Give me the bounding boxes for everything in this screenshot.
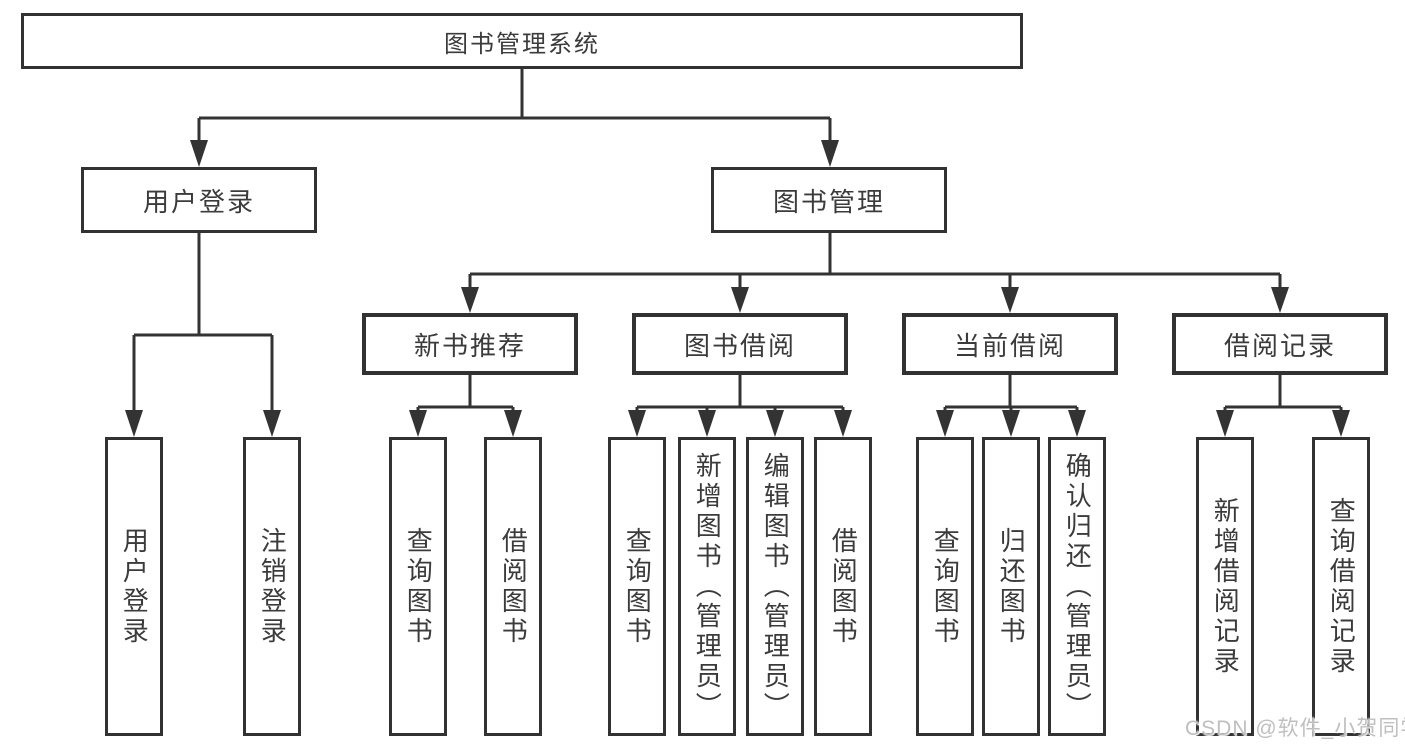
leaf-confirm-return-admin: 确认归还（管理员） xyxy=(1048,437,1106,736)
node-label: 借阅记录 xyxy=(1223,330,1336,361)
leaf-add-borrow-record: 新增借阅记录 xyxy=(1196,437,1254,736)
arrowhead-icon xyxy=(1001,287,1019,313)
leaf-query-book: 查询图书 xyxy=(608,437,666,736)
leaf-borrow-book: 借阅图书 xyxy=(484,437,542,736)
arrowhead-icon xyxy=(190,140,208,167)
node-current-borrow: 当前借阅 xyxy=(902,313,1118,375)
arrowhead-icon xyxy=(698,410,716,437)
arrowhead-icon xyxy=(1068,410,1086,437)
leaf-label: 编辑图书（管理员） xyxy=(760,451,791,722)
connector-root-to-level2 xyxy=(190,69,839,167)
arrowhead-icon xyxy=(628,410,646,437)
leaf-label: 新增借阅记录 xyxy=(1210,496,1241,677)
leaf-user-login: 用户登录 xyxy=(105,437,163,736)
leaf-label: 新增图书（管理员） xyxy=(692,451,723,722)
leaf-label: 查询借阅记录 xyxy=(1326,496,1357,677)
arrowhead-icon xyxy=(263,410,281,437)
connector-line xyxy=(197,69,832,144)
node-root-system: 图书管理系统 xyxy=(21,13,1023,69)
connector-borrow-record-branch xyxy=(1216,375,1350,437)
arrowhead-icon xyxy=(461,287,479,313)
leaf-query-book: 查询图书 xyxy=(916,437,974,736)
connector-line xyxy=(416,375,515,414)
arrowhead-icon xyxy=(821,140,839,167)
connector-line xyxy=(468,233,1282,290)
node-book-borrow: 图书借阅 xyxy=(632,313,848,375)
connector-line xyxy=(635,375,845,414)
leaf-label: 归还图书 xyxy=(996,526,1027,647)
connector-new-book-branch xyxy=(409,375,522,437)
leaf-query-borrow-record: 查询借阅记录 xyxy=(1312,437,1370,736)
arrowhead-icon xyxy=(1332,410,1350,437)
csdn-watermark: CSDN @软件_小贺同学 xyxy=(1185,717,1405,740)
node-new-book-recommend: 新书推荐 xyxy=(362,313,578,375)
leaf-label: 查询图书 xyxy=(930,526,961,647)
arrowhead-icon xyxy=(1002,410,1020,437)
leaf-label: 借阅图书 xyxy=(498,526,529,647)
connector-line xyxy=(132,233,274,414)
arrowhead-icon xyxy=(1271,287,1289,313)
connector-book-management-branch xyxy=(461,233,1289,313)
node-borrow-record: 借阅记录 xyxy=(1172,313,1388,375)
arrowhead-icon xyxy=(936,410,954,437)
leaf-borrow-book: 借阅图书 xyxy=(814,437,872,736)
leaf-logout: 注销登录 xyxy=(243,437,301,736)
node-label: 当前借阅 xyxy=(953,330,1066,361)
connector-user-login-branch xyxy=(125,233,281,437)
leaf-label: 确认归还（管理员） xyxy=(1062,451,1093,722)
connector-current-borrow-branch xyxy=(936,375,1086,437)
node-label: 图书管理 xyxy=(772,186,885,217)
node-book-management: 图书管理 xyxy=(711,167,947,233)
arrowhead-icon xyxy=(1216,410,1234,437)
leaf-label: 用户登录 xyxy=(119,526,150,647)
leaf-return-book: 归还图书 xyxy=(982,437,1040,736)
arrowhead-icon xyxy=(731,287,749,313)
arrowhead-icon xyxy=(766,410,784,437)
leaf-label: 查询图书 xyxy=(622,526,653,647)
leaf-label: 借阅图书 xyxy=(828,526,859,647)
node-label: 新书推荐 xyxy=(413,330,526,361)
leaf-add-book-admin: 新增图书（管理员） xyxy=(678,437,736,736)
arrowhead-icon xyxy=(409,410,427,437)
leaf-query-book: 查询图书 xyxy=(389,437,447,736)
arrowhead-icon xyxy=(834,410,852,437)
node-label: 图书管理系统 xyxy=(444,30,600,58)
arrowhead-icon xyxy=(125,410,143,437)
leaf-label: 查询图书 xyxy=(403,526,434,647)
leaf-edit-book-admin: 编辑图书（管理员） xyxy=(746,437,804,736)
arrowhead-icon xyxy=(504,410,522,437)
connector-line xyxy=(943,375,1079,414)
connector-line xyxy=(1223,375,1343,414)
node-label: 用户登录 xyxy=(142,186,255,217)
leaf-label: 注销登录 xyxy=(257,526,288,647)
node-label: 图书借阅 xyxy=(683,330,796,361)
connector-book-borrow-branch xyxy=(628,375,852,437)
node-user-login: 用户登录 xyxy=(81,167,317,233)
